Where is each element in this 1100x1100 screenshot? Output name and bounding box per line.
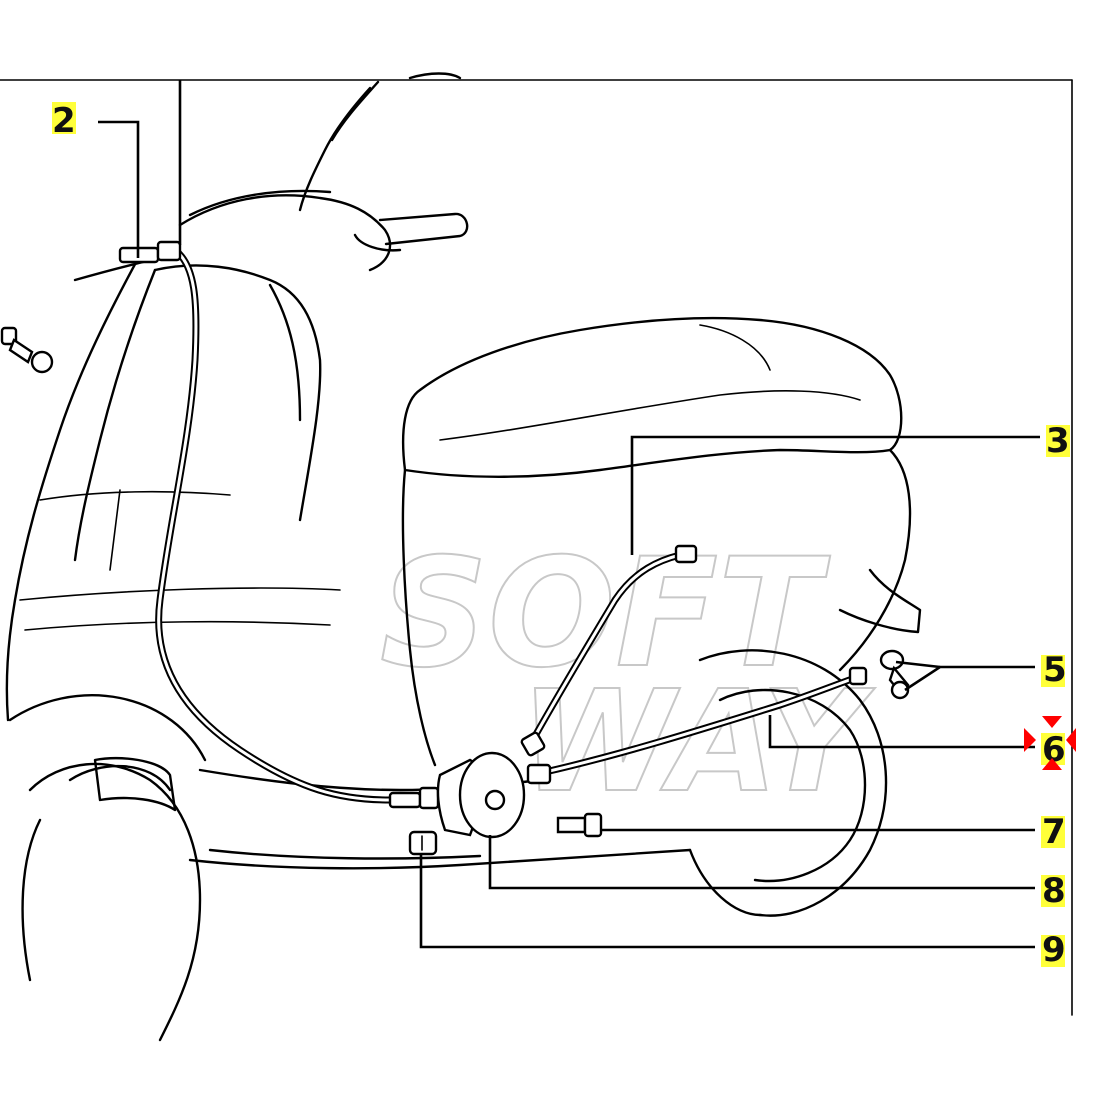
rear-body-back — [838, 448, 912, 672]
callout-9-label: 9 — [1042, 930, 1066, 970]
bolt-7-head[interactable] — [583, 812, 603, 838]
body-panel-line-2 — [24, 620, 331, 631]
cable-6-inner-nut[interactable] — [526, 763, 552, 785]
leg-shield-rear — [153, 264, 322, 522]
leader-5-b — [895, 660, 941, 669]
bolt-7[interactable] — [556, 812, 603, 838]
drive-hub[interactable] — [484, 789, 506, 811]
callout-7-highlight — [1041, 816, 1065, 848]
front-fender — [8, 694, 207, 762]
callout-7-label: 7 — [1042, 812, 1066, 852]
mirror-stem-inner — [330, 80, 380, 142]
cable-lower-fitting[interactable] — [388, 791, 422, 809]
marker-right — [1066, 728, 1076, 752]
tail-light — [838, 568, 922, 634]
leader-3 — [630, 435, 1040, 555]
front-grille-line — [39, 490, 231, 501]
seat-outline — [401, 316, 903, 478]
cable-3-core — [528, 553, 682, 747]
cable-6-outer-nut[interactable] — [848, 666, 868, 686]
right-grip — [378, 212, 469, 246]
watermark-line2: WAY — [520, 661, 876, 824]
bolt-7-shank[interactable] — [556, 816, 587, 834]
callout-6[interactable]: 6 — [1024, 716, 1076, 770]
leg-shield-groove — [268, 283, 302, 422]
callout-5-highlight — [1041, 655, 1065, 687]
callout-3-label: 3 — [1046, 421, 1070, 461]
rear-wheel-outer — [698, 649, 888, 917]
callout-9-highlight — [1041, 935, 1065, 967]
knob-5-washer[interactable] — [890, 680, 910, 700]
callout-2-label: 2 — [52, 101, 76, 141]
callout-8-highlight — [1041, 875, 1065, 907]
callout-2-highlight — [52, 102, 76, 134]
callout-8-label: 8 — [1042, 871, 1066, 911]
leader-2 — [98, 120, 140, 258]
scooter-body — [5, 72, 922, 1042]
speedometer-cable[interactable] — [118, 240, 440, 810]
knob-5-head[interactable] — [879, 649, 905, 671]
frame-lines — [0, 79, 1073, 1016]
clip-9[interactable] — [408, 830, 438, 856]
speedo-cable-sheath[interactable] — [155, 246, 394, 804]
mirror-stem — [298, 86, 372, 212]
front-wheel-inner — [68, 764, 172, 792]
cable-3[interactable] — [520, 544, 698, 757]
callout-2[interactable]: 2 — [52, 101, 76, 141]
front-shield-outline — [5, 253, 142, 722]
callout-3-highlight — [1046, 425, 1070, 457]
leader-5-a — [904, 665, 1035, 692]
rear-body-front — [401, 468, 437, 767]
watermark: SOFT WAY — [379, 526, 877, 825]
leader-9 — [419, 854, 1035, 949]
seat-fold — [699, 324, 771, 371]
front-shield-inner — [73, 268, 157, 562]
speedo-cable-core — [157, 248, 392, 802]
front-grille-divider — [109, 489, 121, 571]
front-wheel — [28, 762, 202, 1042]
marker-bottom — [1042, 758, 1062, 770]
callout-6-label: 6 — [1042, 730, 1066, 770]
cable-lower-nut[interactable] — [418, 786, 440, 810]
mirror-head — [408, 72, 462, 80]
seat-seam — [439, 390, 861, 441]
floor-lower-inner — [208, 848, 482, 860]
cable-3-end-nut[interactable] — [674, 544, 698, 564]
callout-5[interactable]: 5 — [1041, 650, 1067, 690]
callout-8[interactable]: 8 — [1041, 871, 1066, 911]
speedometer-drive[interactable] — [436, 751, 526, 839]
leader-8 — [488, 835, 1035, 890]
callout-9[interactable]: 9 — [1041, 930, 1066, 970]
callout-7[interactable]: 7 — [1041, 812, 1066, 852]
left-edge-nut — [0, 326, 18, 346]
rear-wheel-inner — [718, 688, 867, 883]
brake-lever — [353, 233, 402, 252]
left-edge-stem — [8, 338, 34, 364]
front-wheel-left — [21, 818, 42, 982]
cable-6[interactable] — [526, 666, 868, 785]
marker-left — [1024, 728, 1036, 752]
cable-3-lower-nut[interactable] — [520, 731, 546, 757]
body-panel-line — [19, 587, 341, 601]
clip-9-body[interactable] — [408, 830, 438, 856]
callout-3[interactable]: 3 — [1046, 421, 1070, 461]
marker-top — [1042, 716, 1062, 728]
leader-lines — [98, 80, 1040, 949]
headset-top — [188, 189, 332, 217]
left-edge-washer — [30, 350, 54, 374]
front-hub-cover — [93, 756, 177, 812]
headset-cover — [178, 194, 392, 272]
left-edge-part — [0, 326, 54, 374]
rear-wheel-bottom — [688, 848, 762, 917]
cable-6-core — [543, 676, 857, 774]
cable-upper-nut[interactable] — [156, 240, 182, 262]
floor-lower-edge — [188, 848, 692, 870]
callout-5-label: 5 — [1043, 650, 1067, 690]
leader-6 — [768, 715, 1035, 749]
knob-5[interactable] — [879, 649, 910, 700]
